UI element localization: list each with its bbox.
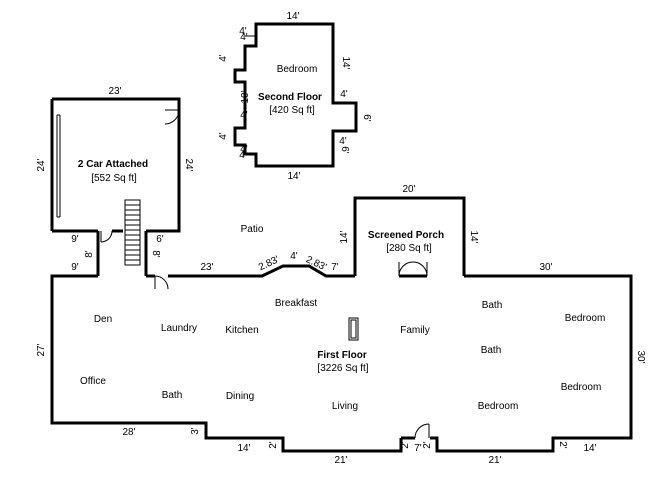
dim-second-left-f: 4' (240, 144, 248, 155)
stair-frame (124, 199, 141, 266)
room-living: Living (332, 401, 358, 412)
dim-second-bottom: 14' (287, 171, 300, 182)
dim-bottom-21b: 21' (488, 455, 501, 466)
dim-garage-left-9: 9' (71, 262, 79, 273)
porch-outline (353, 196, 466, 276)
dim-second-left-c: 4' (218, 54, 229, 62)
dim-bottom-7: 7' (414, 443, 422, 454)
dim-bottom-14b: 14' (583, 443, 596, 454)
dim-top-7: 7' (331, 262, 339, 273)
dim-garage-lower-right: 6' (156, 234, 164, 245)
room-office: Office (80, 376, 106, 387)
porch-double-door-right (412, 261, 428, 277)
room-laundry: Laundry (161, 323, 197, 334)
garage-area: [552 Sq ft] (91, 173, 137, 184)
room-bedroom-3: Bedroom (478, 401, 519, 412)
first-floor: 23' 2.83' 4' 2.83' 7' 30' 27' 30' 28' 3'… (36, 251, 646, 466)
room-patio: Patio (241, 224, 264, 235)
dim-bottom-2c: 2' (422, 441, 433, 449)
first-floor-area: [3226 Sq ft] (317, 363, 368, 374)
kitchen-island-inner (350, 319, 357, 339)
dim-bottom-3: 3' (190, 427, 201, 435)
room-bedroom-upper: Bedroom (277, 64, 318, 75)
dim-second-left-g: 4' (239, 150, 247, 161)
first-floor-title: First Floor (317, 350, 367, 361)
dim-stair-8b: 8' (150, 250, 161, 258)
second-floor: 14' 14' 14' 4' 6' 4' 6' 4' 4' 4' 10' 4' … (218, 11, 372, 182)
porch-double-door-left (398, 261, 414, 277)
connector-door (154, 275, 169, 290)
garage-stairs (124, 199, 141, 266)
dim-left-27: 27' (36, 343, 47, 356)
dim-second-right-lower: 6' (339, 146, 350, 154)
dim-bottom-2a: 2' (268, 441, 279, 449)
dim-second-left-a: 4' (240, 32, 248, 43)
garage: 23' 24' 24' 9' 6' 9' 8' 8' 2 Car Attache… (36, 86, 194, 276)
dim-stair-8a: 8' (84, 250, 95, 258)
dim-second-left-10: 10' (240, 90, 251, 103)
dim-second-right-upper: 14' (340, 56, 351, 69)
dim-second-notch-lower: 4' (339, 136, 347, 147)
dim-porch-top: 20' (402, 184, 415, 195)
room-bath-1: Bath (482, 300, 503, 311)
dim-garage-left: 24' (36, 158, 47, 171)
room-dining: Dining (226, 391, 254, 402)
first-floor-outline (50, 264, 633, 453)
kitchen-island (348, 317, 359, 341)
room-family: Family (400, 325, 429, 336)
room-breakfast: Breakfast (275, 298, 317, 309)
dim-bottom-2d: 2' (557, 441, 568, 449)
dim-bottom-21a: 21' (334, 455, 347, 466)
porch-area: [280 Sq ft] (386, 243, 432, 254)
room-kitchen: Kitchen (225, 325, 258, 336)
garage-rear-door (100, 230, 113, 243)
dim-second-notch-right: 6' (361, 114, 372, 122)
dim-bottom-2b: 2' (400, 441, 411, 449)
dim-second-notch-upper: 4' (340, 89, 348, 100)
dim-bottom-28: 28' (122, 427, 135, 438)
dim-top-30: 30' (539, 262, 552, 273)
dim-porch-right: 14' (468, 230, 479, 243)
dim-bottom-14a: 14' (237, 443, 250, 454)
second-floor-outline (233, 22, 358, 168)
screened-porch: 20' 14' 14' Screened Porch [280 Sq ft] (339, 184, 479, 277)
garage-outline (52, 97, 181, 233)
dim-garage-right: 24' (183, 158, 194, 171)
room-bath-2: Bath (481, 345, 502, 356)
dim-right-30: 30' (635, 350, 646, 363)
dim-porch-left: 14' (339, 230, 350, 243)
porch-title: Screened Porch (368, 230, 444, 241)
room-bath-3: Bath (162, 390, 183, 401)
dim-top-23: 23' (200, 262, 213, 273)
dim-second-left-b: 4' (239, 26, 247, 37)
dim-garage-top: 23' (108, 86, 121, 97)
garage-title: 2 Car Attached (78, 159, 148, 170)
dim-mid-4: 4' (290, 251, 298, 262)
room-bedroom-2: Bedroom (561, 382, 602, 393)
front-entry-door (414, 423, 430, 439)
room-bedroom-1: Bedroom (565, 313, 606, 324)
second-floor-area: [420 Sq ft] (269, 105, 315, 116)
dim-second-left-d: 4' (240, 110, 248, 121)
dim-garage-lower-left: 9' (71, 234, 79, 245)
second-floor-title: Second Floor (258, 92, 322, 103)
room-den: Den (94, 314, 112, 325)
dim-second-top: 14' (286, 11, 299, 22)
dim-diag-a: 2.83' (257, 254, 281, 273)
dim-second-left-e: 4' (218, 132, 229, 140)
garage-side-door (164, 109, 180, 125)
